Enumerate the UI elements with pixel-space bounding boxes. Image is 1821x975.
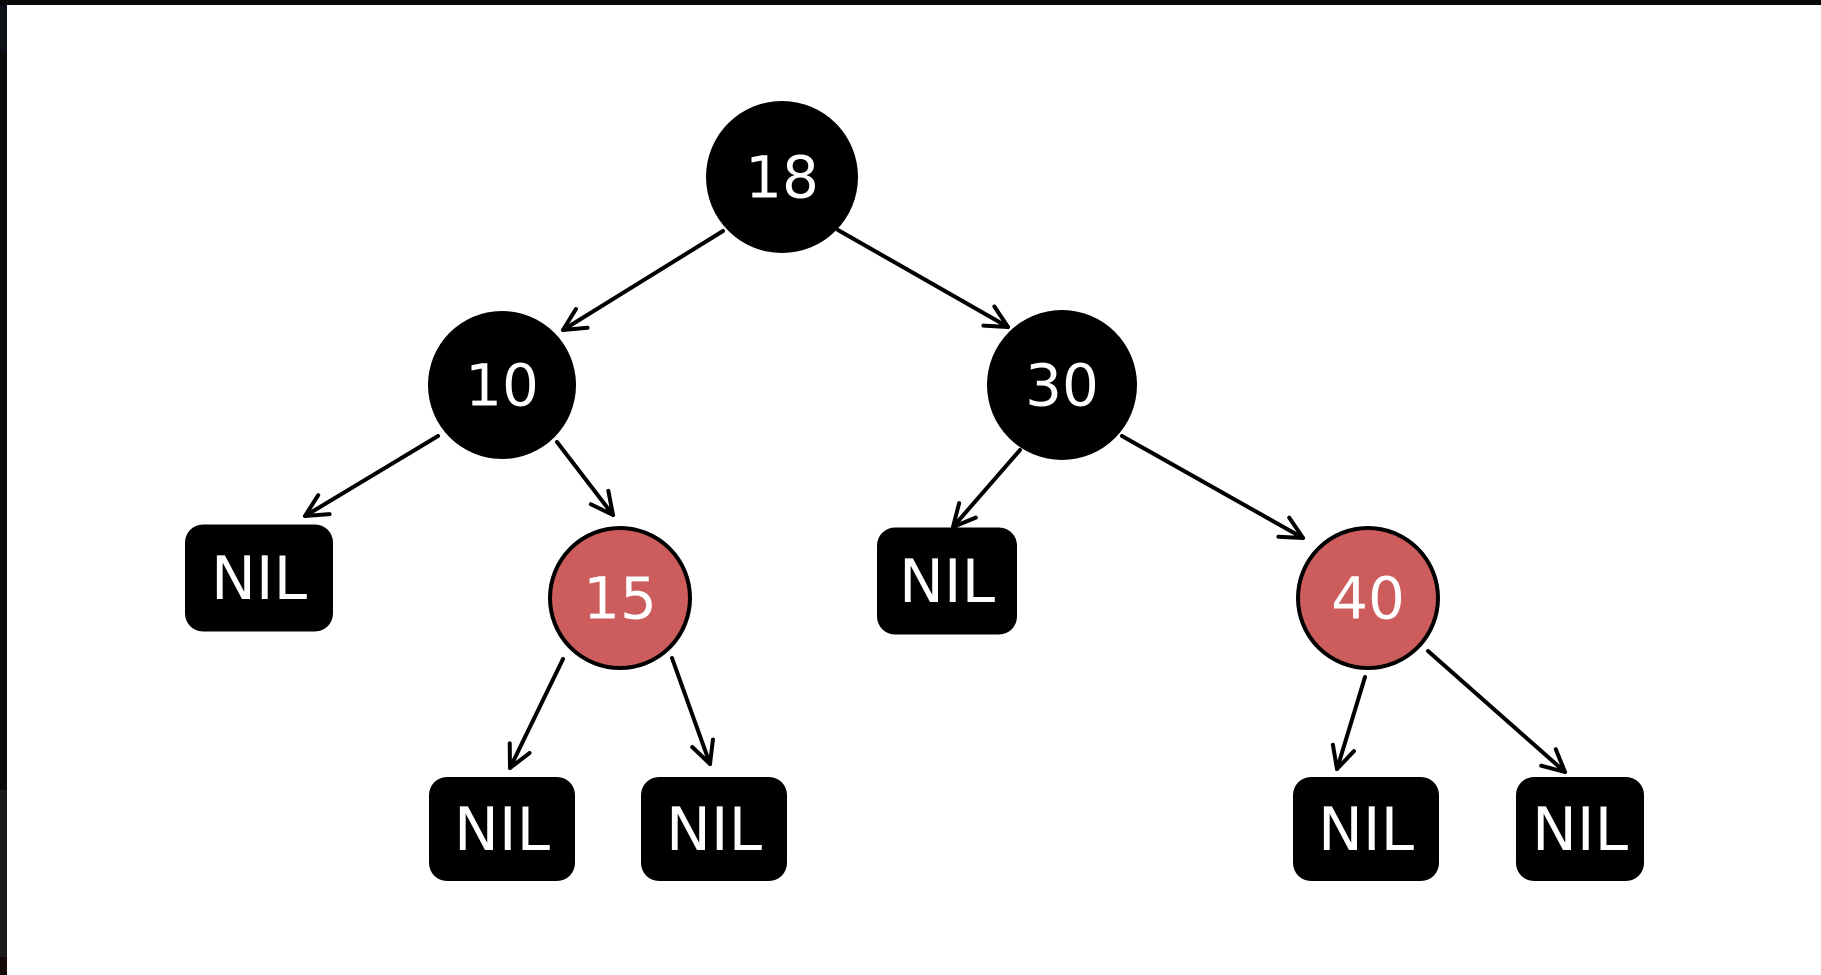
node-label: NIL [1318, 795, 1415, 865]
node-label: 40 [1331, 564, 1405, 632]
edge-30-40 [1120, 434, 1305, 540]
node-label: NIL [899, 547, 996, 617]
black-node-circle [987, 310, 1137, 460]
nil-node-nil3: NIL [429, 777, 575, 881]
edge-15-nil4 [670, 656, 715, 766]
edge-15-nil3 [507, 657, 565, 770]
nil-node-nil6: NIL [1516, 777, 1644, 881]
left-window-edge-segment [0, 52, 7, 790]
nil-node-nil1: NIL [185, 524, 333, 632]
left-window-edge-segment [0, 5, 7, 52]
node-label: NIL [1532, 795, 1629, 865]
nil-leaf-box [429, 777, 575, 881]
edge-10-15 [555, 440, 615, 517]
black-node-circle [706, 101, 858, 253]
edge-40-nil5 [1330, 675, 1367, 771]
tree-node-18: 18 [706, 101, 858, 253]
tree-node-15: 15 [548, 526, 692, 670]
nil-node-nil4: NIL [641, 777, 787, 881]
node-label: 30 [1025, 351, 1099, 419]
tree-edges [303, 228, 1567, 774]
left-window-edge-segment [0, 790, 7, 957]
edge-30-nil2 [951, 448, 1022, 529]
nil-leaf-box [1293, 777, 1439, 881]
node-label: NIL [211, 544, 308, 614]
red-node-circle [548, 526, 692, 670]
nil-node-nil2: NIL [877, 527, 1017, 635]
node-label: NIL [666, 795, 763, 865]
tree-node-30: 30 [987, 310, 1137, 460]
edge-18-10 [561, 229, 725, 332]
red-node-circle [1296, 526, 1440, 670]
tree-node-40: 40 [1296, 526, 1440, 670]
nil-leaf-box [641, 777, 787, 881]
left-window-edge [0, 5, 7, 975]
tree-node-10: 10 [428, 311, 576, 459]
edge-40-nil6 [1426, 649, 1567, 774]
edge-10-nil1 [303, 434, 440, 518]
nil-leaf-box [877, 527, 1017, 635]
nil-leaf-box [185, 524, 333, 632]
nil-node-nil5: NIL [1293, 777, 1439, 881]
top-window-edge [0, 0, 1821, 5]
nil-leaf-box [1516, 777, 1644, 881]
node-label: 15 [583, 564, 657, 632]
node-label: NIL [454, 795, 551, 865]
node-label: 18 [745, 143, 819, 211]
node-label: 10 [465, 351, 539, 419]
edge-18-30 [836, 228, 1010, 329]
black-node-circle [428, 311, 576, 459]
left-window-edge-segment [0, 957, 7, 975]
